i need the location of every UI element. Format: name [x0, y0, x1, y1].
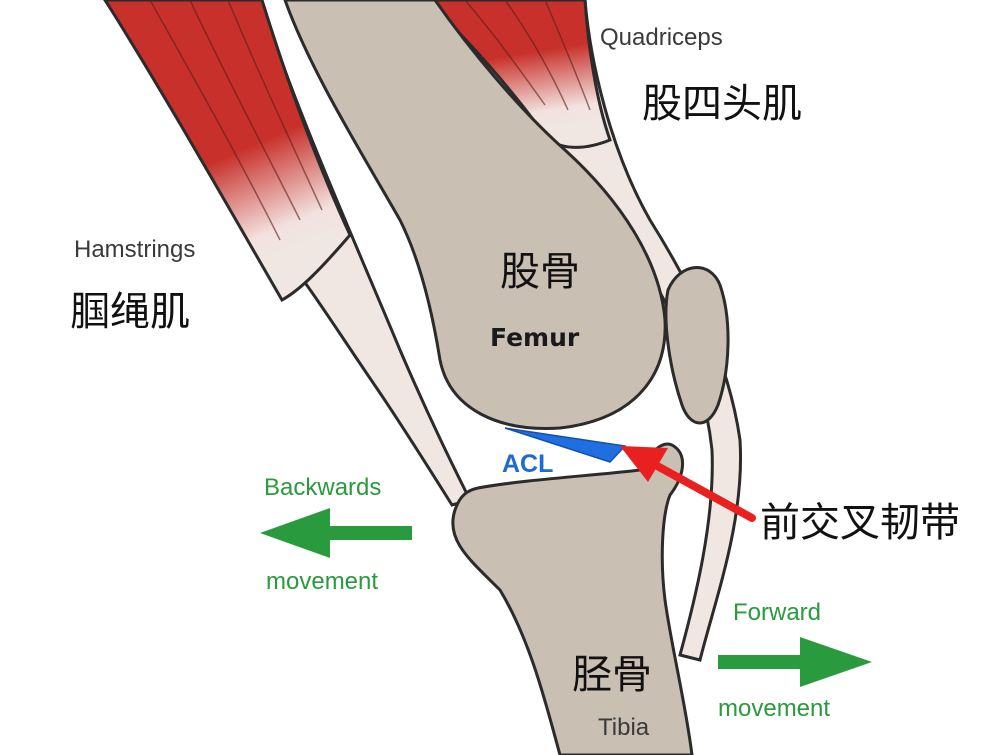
- patella-bone: [664, 266, 730, 425]
- arrow-left-icon: [260, 508, 412, 558]
- arrow-right-icon: [718, 637, 872, 687]
- femur-label: Femur: [490, 323, 580, 352]
- quadriceps-label-zh: 股四头肌: [642, 81, 802, 127]
- tibia-label-zh: 胫骨: [572, 652, 652, 698]
- femur-label-zh: 股骨: [500, 249, 580, 295]
- forward-movement-label: movement: [718, 695, 831, 722]
- quadriceps-muscle: [422, 0, 743, 662]
- backwards-label: Backwards: [264, 474, 382, 501]
- quadriceps-label: Quadriceps: [600, 24, 723, 51]
- femur-bone: [283, 0, 667, 430]
- tibia-bone: [451, 442, 694, 755]
- hamstrings-label: Hamstrings: [74, 236, 196, 263]
- tibia-label: Tibia: [598, 714, 650, 741]
- hamstring-muscle: [103, 0, 473, 507]
- red-pointer-arrow-icon: [620, 446, 756, 522]
- acl-ligament: [504, 427, 627, 463]
- acl-label: ACL: [502, 450, 554, 478]
- forward-label: Forward: [733, 599, 822, 626]
- hamstrings-label-zh: 腘绳肌: [70, 289, 190, 335]
- backwards-movement-label: movement: [266, 568, 379, 595]
- acl-label-zh: 前交叉韧带: [760, 500, 960, 546]
